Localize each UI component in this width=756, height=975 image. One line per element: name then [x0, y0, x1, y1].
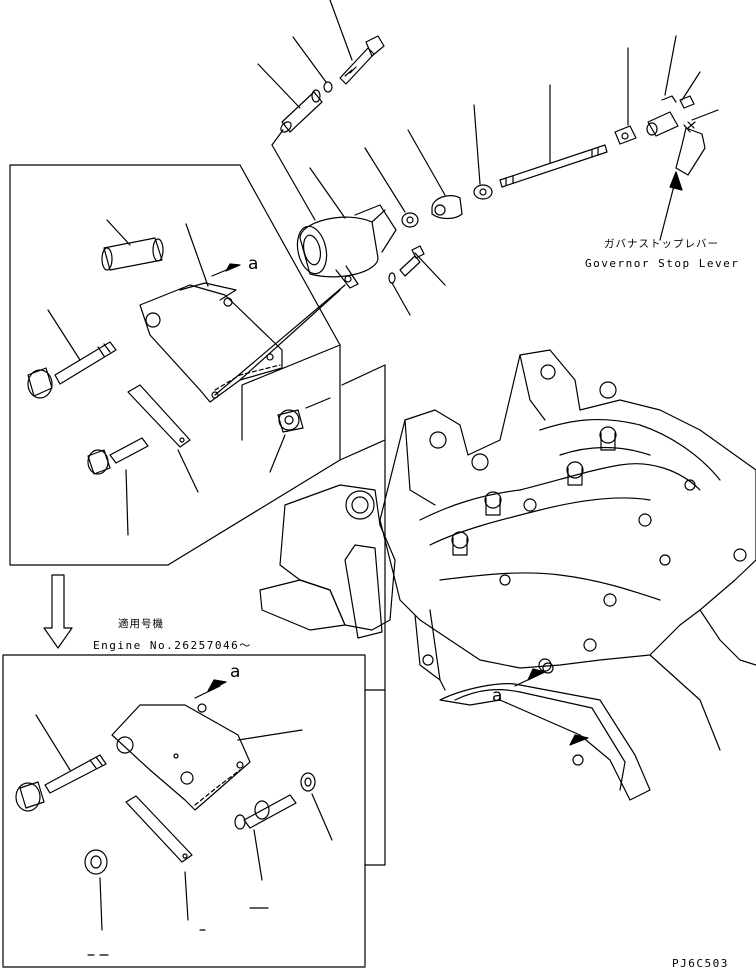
- linkage-parts: [365, 36, 718, 227]
- washer-top: [293, 37, 332, 102]
- lower-connector-lines: [365, 440, 385, 865]
- detail-panel-lower: [3, 655, 365, 967]
- cylinder-head: [260, 350, 756, 800]
- callout-a-upper: a: [248, 254, 259, 274]
- bracket-assembly-lower: [16, 680, 332, 955]
- governor-stop-lever-label-jp: ガバナストップレバー: [604, 238, 719, 250]
- callout-a-lower: a: [230, 662, 241, 682]
- applicable-serial-label: 適用号機: [118, 618, 164, 630]
- callout-a-main: a: [492, 686, 503, 706]
- stop-solenoid-assembly: [272, 130, 396, 288]
- down-arrow-icon: [44, 575, 72, 648]
- governor-stop-lever: [660, 122, 705, 240]
- bolt-top: [330, 0, 384, 84]
- drawing-code: PJ6C503: [672, 957, 729, 970]
- governor-stop-lever-label-en: Governor Stop Lever: [585, 257, 740, 270]
- bolt-small: [389, 246, 445, 315]
- pin: [258, 64, 322, 134]
- engine-number-label: Engine No.26257046〜: [93, 639, 252, 652]
- bracket-assembly-upper: [28, 220, 330, 535]
- detail-connector-lines: [215, 285, 385, 460]
